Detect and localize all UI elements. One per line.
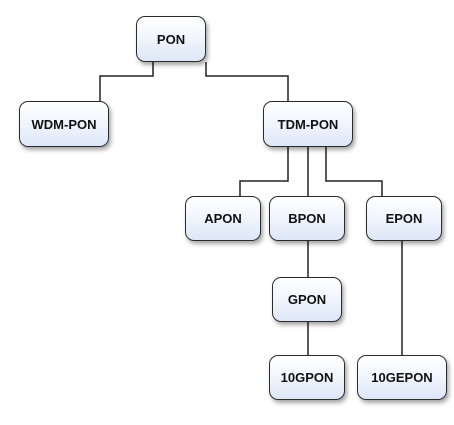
node-10gepon: 10GEPON — [357, 355, 447, 400]
node-pon: PON — [136, 16, 206, 62]
edge-pon-tdm-pon — [205, 62, 289, 101]
node-apon: APON — [185, 196, 261, 241]
edge-tdm-pon-epon — [325, 147, 383, 196]
node-epon: EPON — [366, 196, 442, 241]
node-10gpon: 10GPON — [269, 355, 345, 400]
edge-tdm-pon-apon — [239, 147, 289, 196]
node-tdm-pon: TDM-PON — [263, 101, 353, 147]
node-wdm-pon: WDM-PON — [19, 101, 109, 147]
edge-pon-wdm-pon — [99, 62, 154, 101]
node-gpon: GPON — [272, 277, 342, 322]
node-bpon: BPON — [269, 196, 345, 241]
